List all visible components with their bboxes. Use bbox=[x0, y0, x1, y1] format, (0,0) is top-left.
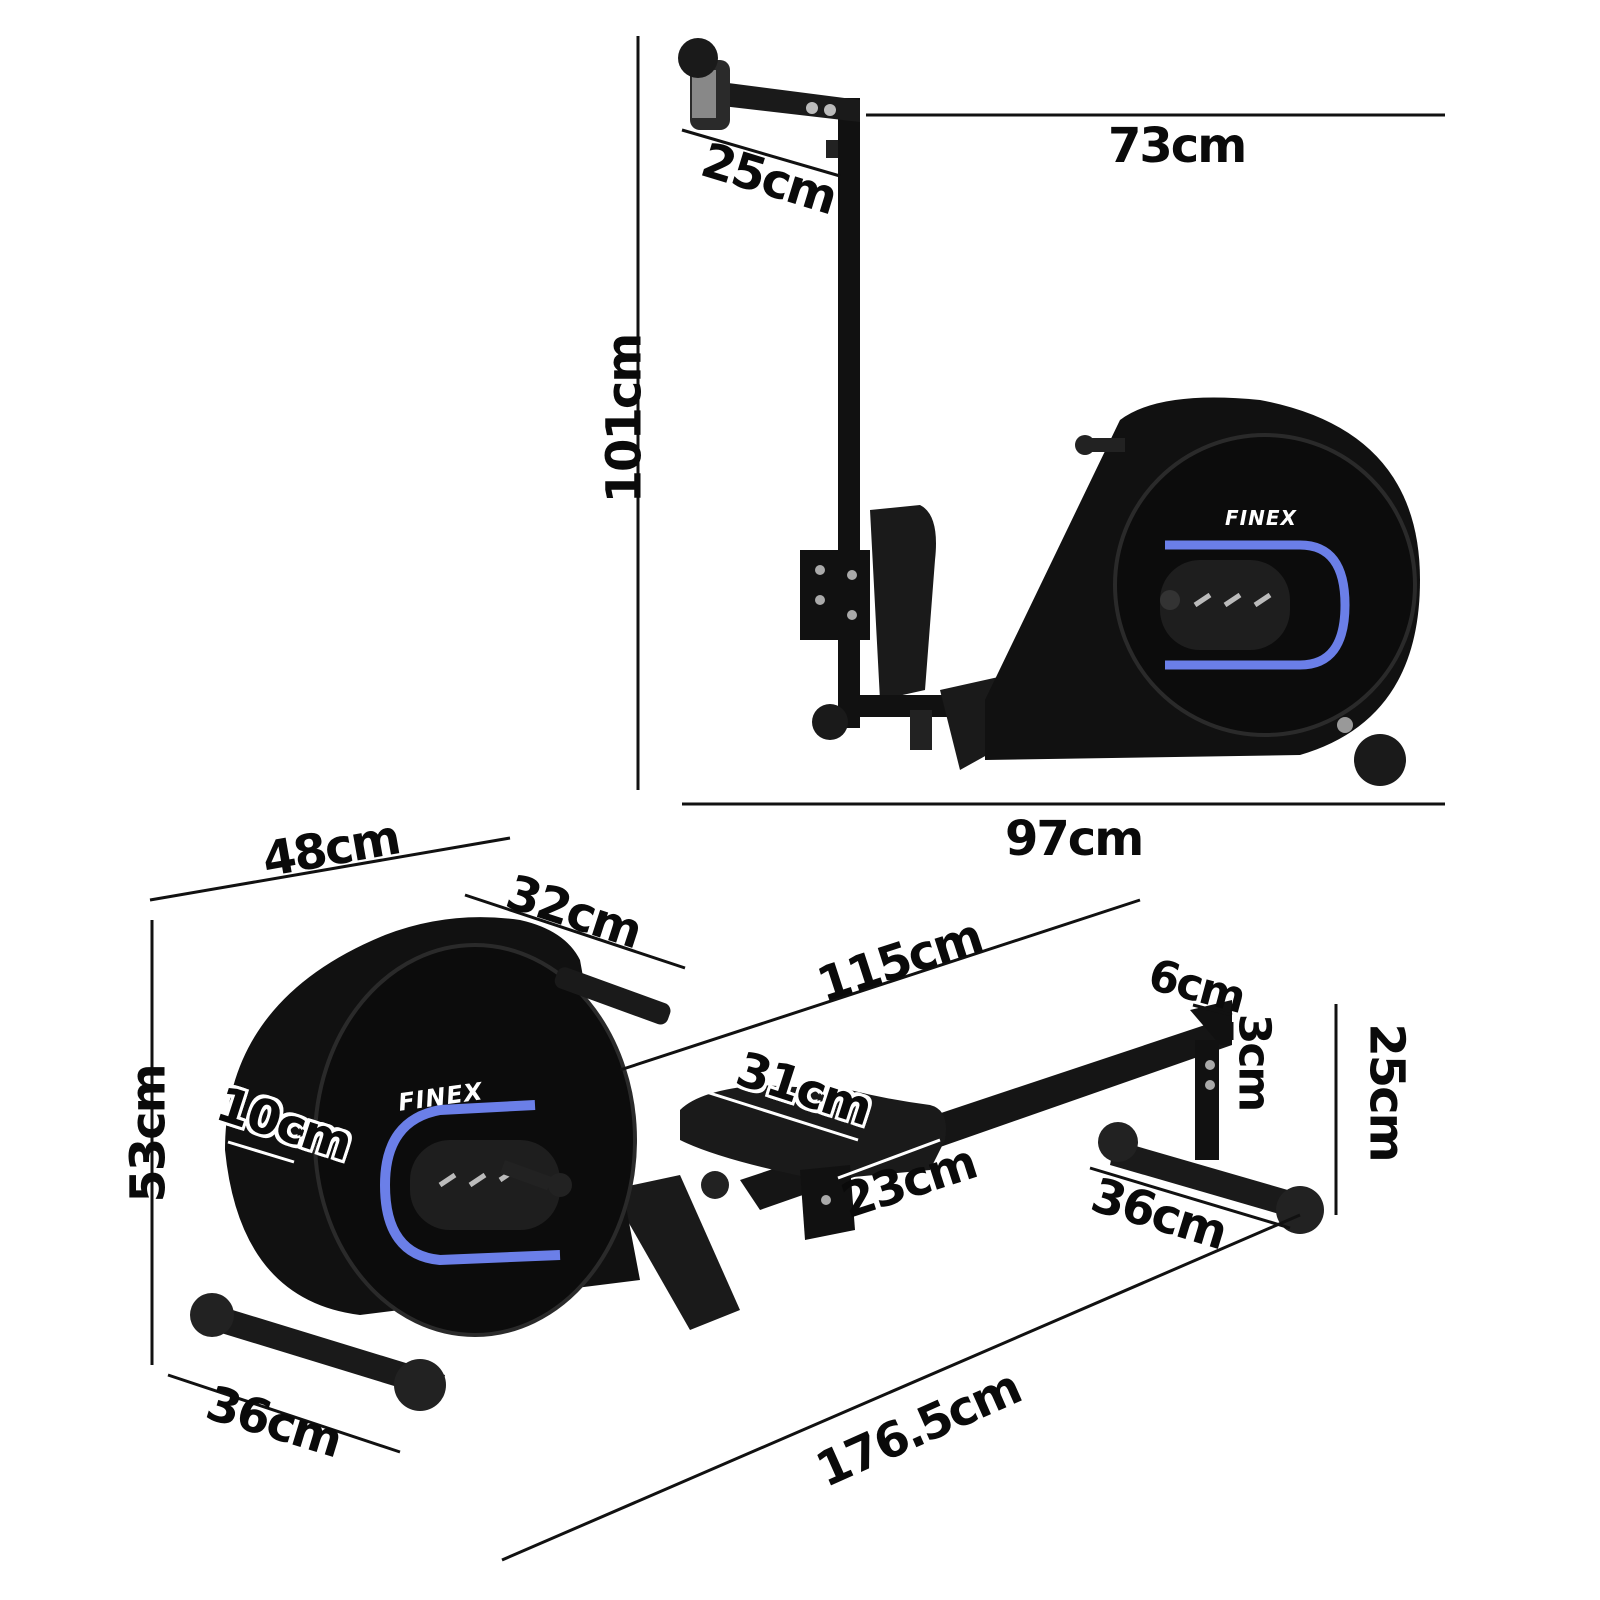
dim-label-rail-height: 3cm bbox=[1228, 1013, 1280, 1111]
side-view-dimension-lines bbox=[636, 36, 1445, 806]
dim-label-base-length: 97cm bbox=[1005, 811, 1144, 867]
dim-label-rear-height: 25cm bbox=[1358, 1023, 1415, 1161]
side-view-machine bbox=[678, 38, 1420, 786]
dim-label-top-length: 73cm bbox=[1108, 118, 1247, 174]
dim-label-height: 101cm bbox=[596, 334, 653, 504]
brand-logo-side: FINEX bbox=[1225, 506, 1297, 530]
perspective-dimension-lines-white bbox=[227, 1088, 941, 1180]
dim-label-front-height: 53cm bbox=[120, 1065, 177, 1203]
perspective-view-machine bbox=[190, 917, 1324, 1411]
perspective-dimension-lines bbox=[149, 836, 1338, 1562]
